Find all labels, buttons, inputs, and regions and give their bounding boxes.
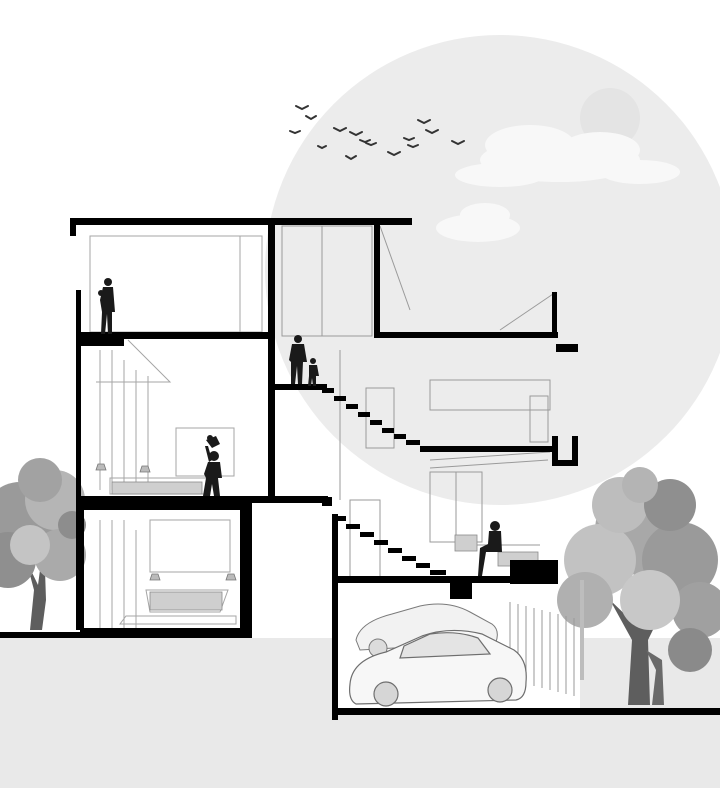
- interior-lines: [281, 225, 557, 581]
- lower-stair: [332, 516, 446, 575]
- cloud-small: [436, 203, 520, 242]
- furniture: [111, 481, 539, 611]
- tree-left: [0, 458, 86, 630]
- person-upper-with-child: [98, 278, 115, 334]
- upper-stair: [322, 388, 420, 445]
- person-lifting-child: [203, 435, 222, 496]
- structure: [0, 218, 720, 720]
- tree-right: [557, 467, 720, 705]
- cloud-large: [455, 125, 680, 187]
- interior-left: [89, 235, 263, 628]
- sun-disc: [265, 35, 720, 505]
- ground-right-lower: [580, 685, 720, 788]
- person-child-stairs: [308, 358, 319, 386]
- car-front: [349, 629, 527, 707]
- lamps: [95, 463, 237, 581]
- person-adult-stairs: [289, 335, 307, 384]
- birds-flock: [289, 105, 465, 161]
- person-seated: [478, 521, 502, 576]
